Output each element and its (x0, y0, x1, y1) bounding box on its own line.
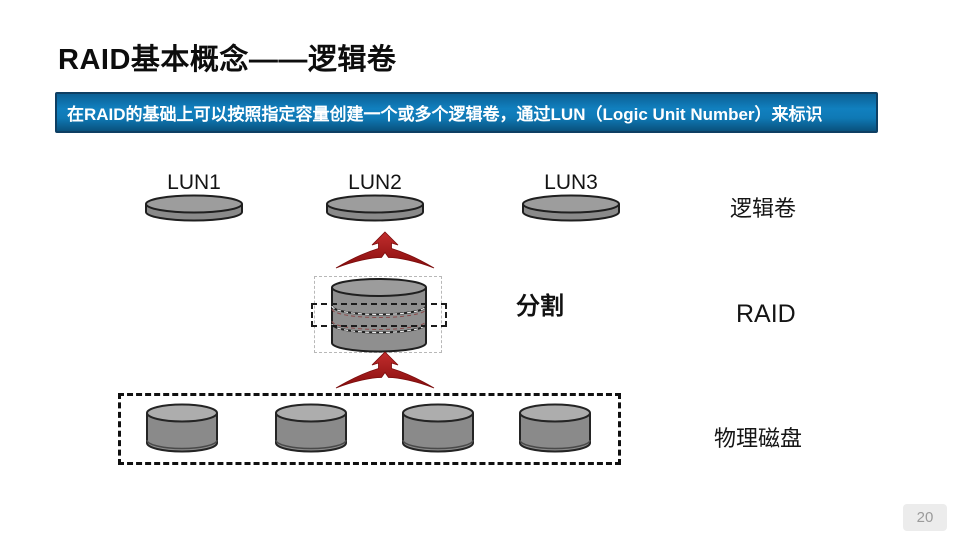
lun-slice-dashed-box (311, 303, 447, 327)
physical-disk-icon (275, 403, 347, 453)
physical-disk-icon (519, 403, 591, 453)
banner-text: 在RAID的基础上可以按照指定容量创建一个或多个逻辑卷，通过LUN（Logic … (67, 105, 823, 124)
subtitle-banner: 在RAID的基础上可以按照指定容量创建一个或多个逻辑卷，通过LUN（Logic … (55, 92, 878, 133)
physical-disks-dashed-box (118, 393, 621, 465)
lun2-label: LUN2 (348, 171, 402, 194)
lun3-label: LUN3 (544, 171, 598, 194)
up-arrow-icon (335, 231, 435, 269)
page-number-badge: 20 (903, 504, 947, 531)
lun1-disk-icon (145, 194, 243, 222)
physical-disk-label: 物理磁盘 (714, 426, 803, 451)
split-label: 分割 (516, 293, 564, 320)
raid-outline-dashed-box (314, 276, 442, 353)
lun2-disk-icon (326, 194, 424, 222)
page-number: 20 (916, 509, 934, 526)
up-arrow-icon (335, 351, 435, 389)
physical-disk-icon (146, 403, 218, 453)
raid-label: RAID (736, 300, 796, 328)
physical-disk-icon (402, 403, 474, 453)
lun3-disk-icon (522, 194, 620, 222)
logical-volume-label: 逻辑卷 (730, 196, 797, 221)
page-title: RAID基本概念——逻辑卷 (58, 44, 397, 76)
lun1-label: LUN1 (167, 171, 221, 194)
